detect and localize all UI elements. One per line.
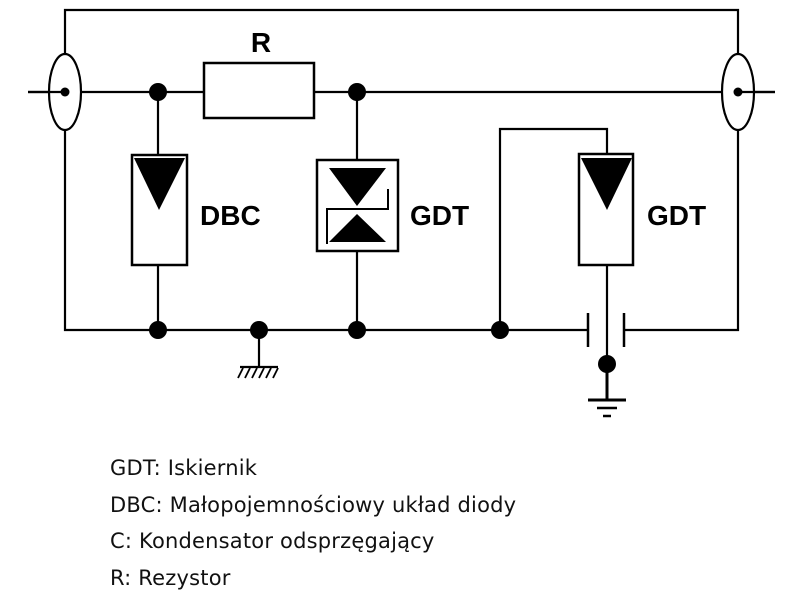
shield-top-wire [63, 8, 740, 54]
gdt-label-1: GDT [410, 200, 469, 231]
coax-connector-right [720, 52, 775, 132]
resistor-label: R [251, 27, 271, 58]
legend-item-dbc: DBC: Małopojemnościowy układ diody [110, 492, 517, 517]
coax-connector-left [28, 52, 83, 132]
capacitor [586, 313, 626, 347]
resistor [202, 61, 316, 120]
ground-bus-right [624, 130, 740, 332]
legend-item-r: R: Rezystor [110, 565, 231, 590]
dbc-diode [130, 153, 189, 267]
legend-item-gdt: GDT: Iskiernik [110, 456, 258, 480]
legend: GDT: Iskiernik DBC: Małopojemnościowy uk… [110, 450, 516, 596]
ground-bus-left [63, 130, 588, 332]
legend-item-c: C: Kondensator odsprzęgający [110, 529, 435, 553]
earth-ground-icon [588, 364, 626, 418]
dbc-label: DBC [200, 200, 261, 231]
gdt-2 [577, 152, 635, 267]
chassis-ground-icon [237, 330, 279, 379]
gdt-1 [315, 158, 400, 253]
gdt-label-2: GDT [647, 200, 706, 231]
junction-dots [149, 83, 616, 373]
